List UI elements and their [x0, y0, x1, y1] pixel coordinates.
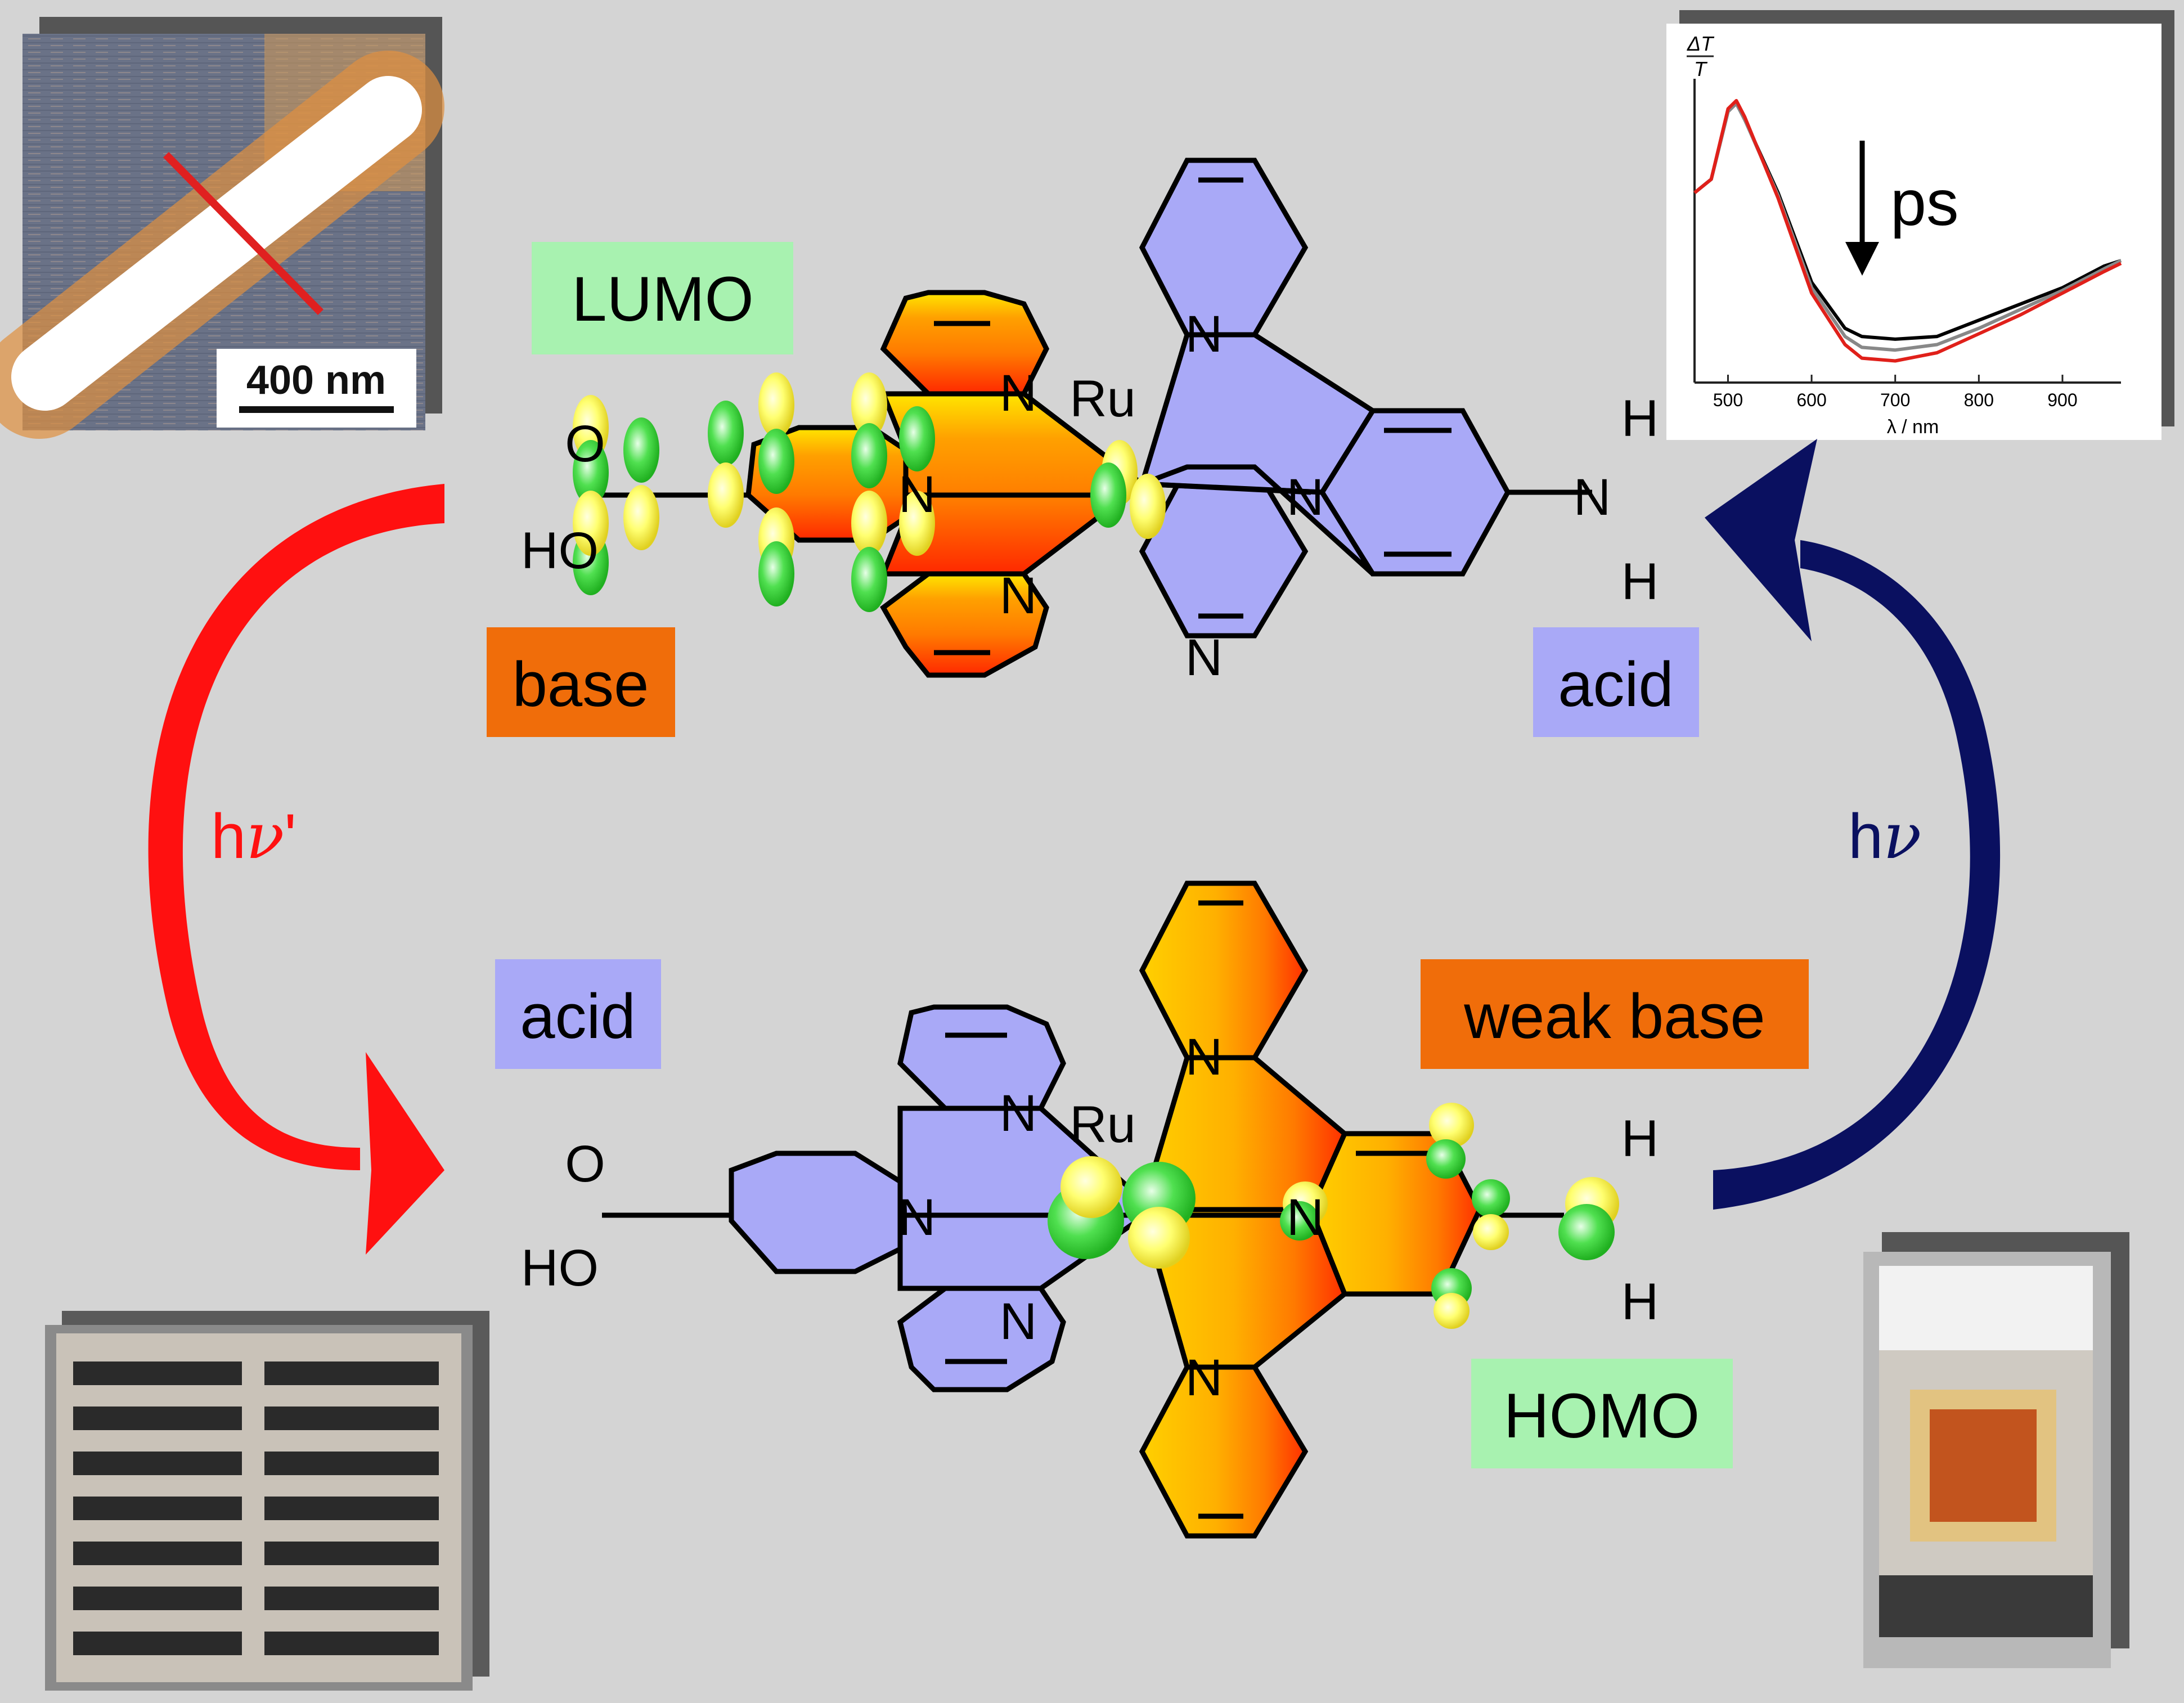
atom-H-bot-1: H	[1621, 1110, 1659, 1167]
transient-spectrum-inset: 500 600 700 800 900 ΔT T λ / nm ps	[1666, 10, 2174, 440]
lumo-label: LUMO	[532, 242, 793, 354]
spectrum-xlabel: λ / nm	[1887, 416, 1939, 438]
atom-Ru-bot: Ru	[1069, 1096, 1136, 1153]
atom-O-bot: O	[565, 1135, 605, 1193]
ru-complex-homo	[602, 880, 1619, 1539]
svg-text:acid: acid	[1558, 649, 1673, 720]
excitation-arrow-right	[1713, 540, 2001, 1210]
weak-base-label: weak base	[1421, 959, 1809, 1069]
spectrum-xtick-label-4: 900	[2047, 390, 2077, 410]
atom-H-top-1: H	[1621, 390, 1659, 447]
svg-text:HOMO: HOMO	[1504, 1381, 1700, 1451]
spectrum-series-1	[1693, 101, 2122, 352]
afm-scalebar-box	[217, 349, 416, 428]
excitation-arrow-left	[148, 484, 444, 1170]
afm-scalebar-label: 400 nm	[246, 358, 386, 403]
spectrum-series-2	[1693, 98, 2122, 363]
atom-N-bot-5: N	[1287, 1189, 1324, 1246]
homo-label: HOMO	[1471, 1359, 1733, 1468]
atom-N-bot-4: N	[1185, 1028, 1223, 1086]
atom-H-bot-2: H	[1621, 1273, 1659, 1331]
spectrum-ylabel-numerator: ΔT	[1687, 32, 1715, 55]
spectrum-xtick-label-1: 600	[1796, 390, 1826, 410]
svg-text:weak base: weak base	[1463, 981, 1765, 1052]
spectrum-xtick-label-3: 800	[1964, 390, 1994, 410]
svg-text:acid: acid	[520, 981, 635, 1052]
atom-N-top-2: N	[1287, 469, 1324, 526]
atom-N-top-3: N	[1185, 629, 1223, 686]
atom-HO-top: HO	[521, 522, 599, 579]
atom-N-bot-6: N	[1185, 1349, 1223, 1407]
atom-N-top-4: N	[1000, 365, 1037, 422]
acid-label-top: acid	[1533, 627, 1699, 737]
atom-N-bot-1: N	[1000, 1085, 1037, 1142]
atom-H-top-2: H	[1621, 553, 1659, 610]
time-arrow-label: ps	[1890, 167, 1958, 239]
afm-profile-line	[163, 152, 323, 315]
atom-N-amine-top: N	[1574, 469, 1611, 526]
atom-N-bot-2: N	[898, 1189, 936, 1246]
atom-N-top-6: N	[1000, 567, 1037, 624]
spectrum-axis-ticks: 500 600 700 800 900	[1713, 375, 2078, 410]
atom-N-top-1: N	[1185, 305, 1223, 363]
spectrum-xtick-label-2: 700	[1880, 390, 1910, 410]
spectrum-series	[1693, 98, 2122, 363]
hv-label: hν	[1848, 800, 1921, 873]
atom-N-top-5: N	[898, 466, 936, 523]
atom-Ru-top: Ru	[1069, 370, 1136, 428]
afm-image-inset: 400 nm	[0, 17, 444, 439]
hv-prime-label: hν'	[211, 800, 296, 873]
spectrum-xtick-label-0: 500	[1713, 390, 1743, 410]
atom-N-bot-3: N	[1000, 1293, 1037, 1350]
ru-complex-lumo	[573, 158, 1592, 678]
spectrum-ylabel-denominator: T	[1694, 57, 1708, 80]
dssc-cell-photo	[1863, 1232, 2129, 1668]
base-label-top: base	[487, 627, 675, 737]
acid-label-bottom: acid	[495, 959, 661, 1069]
atom-HO-bot: HO	[521, 1239, 599, 1297]
svg-text:base: base	[513, 649, 649, 720]
svg-text:LUMO: LUMO	[572, 264, 754, 334]
solar-module-photo	[45, 1311, 489, 1691]
atom-O-top: O	[565, 415, 605, 473]
